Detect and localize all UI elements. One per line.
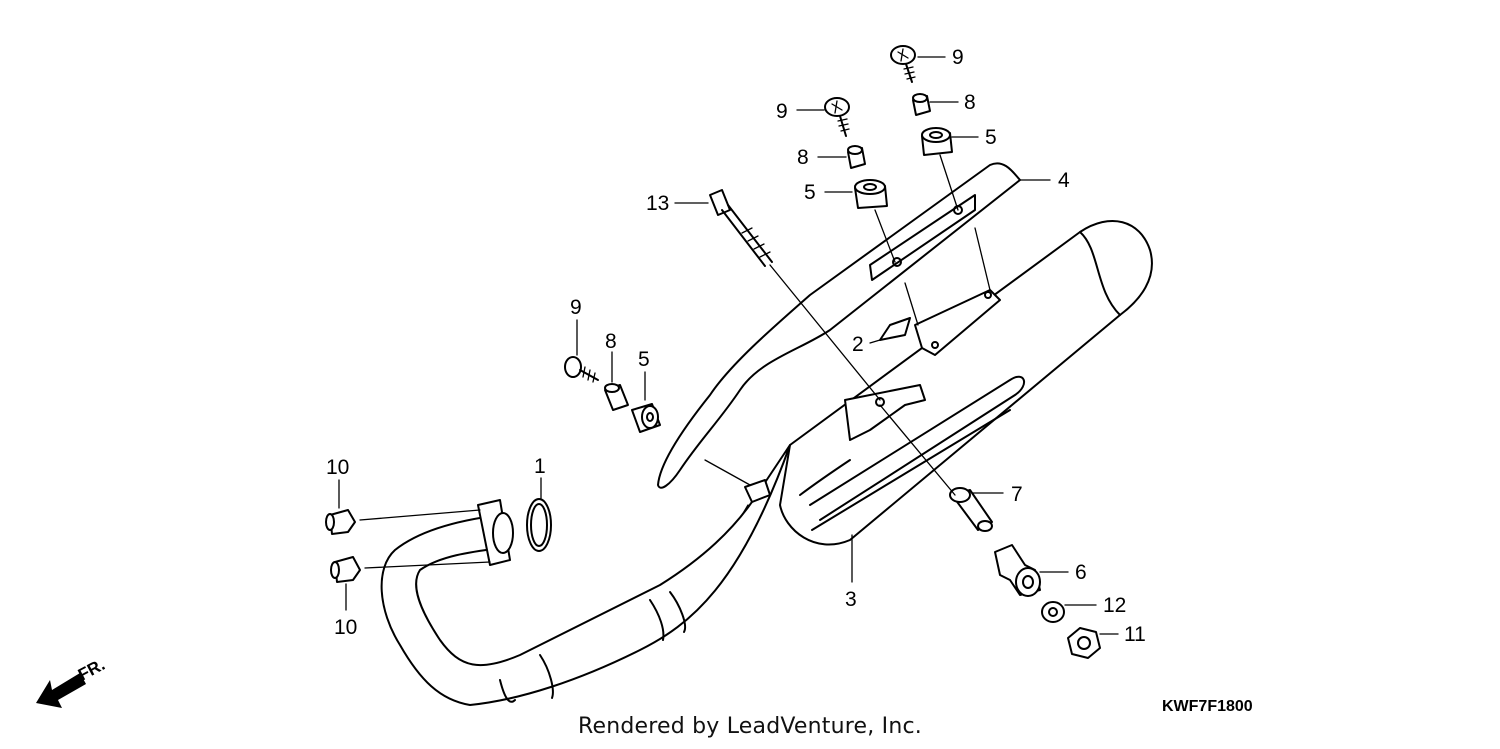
callout-5-upper-right: 5 [985,126,997,149]
collar-upper-right[interactable] [912,93,931,116]
diagram-code: KWF7F1800 [1162,698,1253,715]
grommet-upper-left[interactable] [854,179,888,209]
bolt-left[interactable] [564,356,599,383]
bolt-upper-left[interactable] [824,97,850,137]
muffler-assembly[interactable] [779,220,1153,546]
assembly-lines [359,154,991,569]
callout-9-left: 9 [570,296,582,319]
heat-shield[interactable] [657,162,1021,503]
callout-3: 3 [845,588,857,611]
callout-10-upper: 10 [326,456,349,479]
cap-nut-lower[interactable] [330,556,361,583]
collar-bolt-7[interactable] [949,487,993,532]
cap-nut-upper[interactable] [325,509,356,535]
callout-6: 6 [1075,561,1087,584]
callout-11: 11 [1124,623,1146,646]
callout-8-upper-left: 8 [797,146,809,169]
callout-13: 13 [646,192,669,215]
callout-1: 1 [534,455,546,478]
bolt-upper-right[interactable] [890,45,916,83]
callouts: 1 2 3 4 5 5 5 6 7 8 8 8 9 9 9 10 10 [326,46,1146,646]
callout-9-upper-right: 9 [952,46,964,69]
front-direction-arrow: FR. [36,655,108,708]
callout-10-lower: 10 [334,616,357,639]
callout-5-upper-left: 5 [804,181,816,204]
callout-8-left: 8 [605,330,617,353]
callout-5-left: 5 [638,348,650,371]
nut-11[interactable] [1067,627,1101,659]
exhaust-pipe[interactable] [380,444,791,706]
collar-left[interactable] [604,383,629,411]
callout-12: 12 [1103,594,1126,617]
clip-part-2[interactable] [879,317,911,341]
render-credit: Rendered by LeadVenture, Inc. [578,714,922,739]
grommet-left[interactable] [631,403,661,433]
collar-upper-left[interactable] [847,145,866,169]
callout-2: 2 [852,333,864,356]
callout-4: 4 [1058,169,1070,192]
callout-7: 7 [1011,483,1023,506]
callout-9-upper-left: 9 [776,100,788,123]
callout-8-upper-right: 8 [964,91,976,114]
washer-12[interactable] [1041,601,1065,623]
grommet-upper-right[interactable] [921,127,953,156]
rubber-mount-6[interactable] [994,544,1041,597]
long-bolt[interactable] [709,189,773,267]
